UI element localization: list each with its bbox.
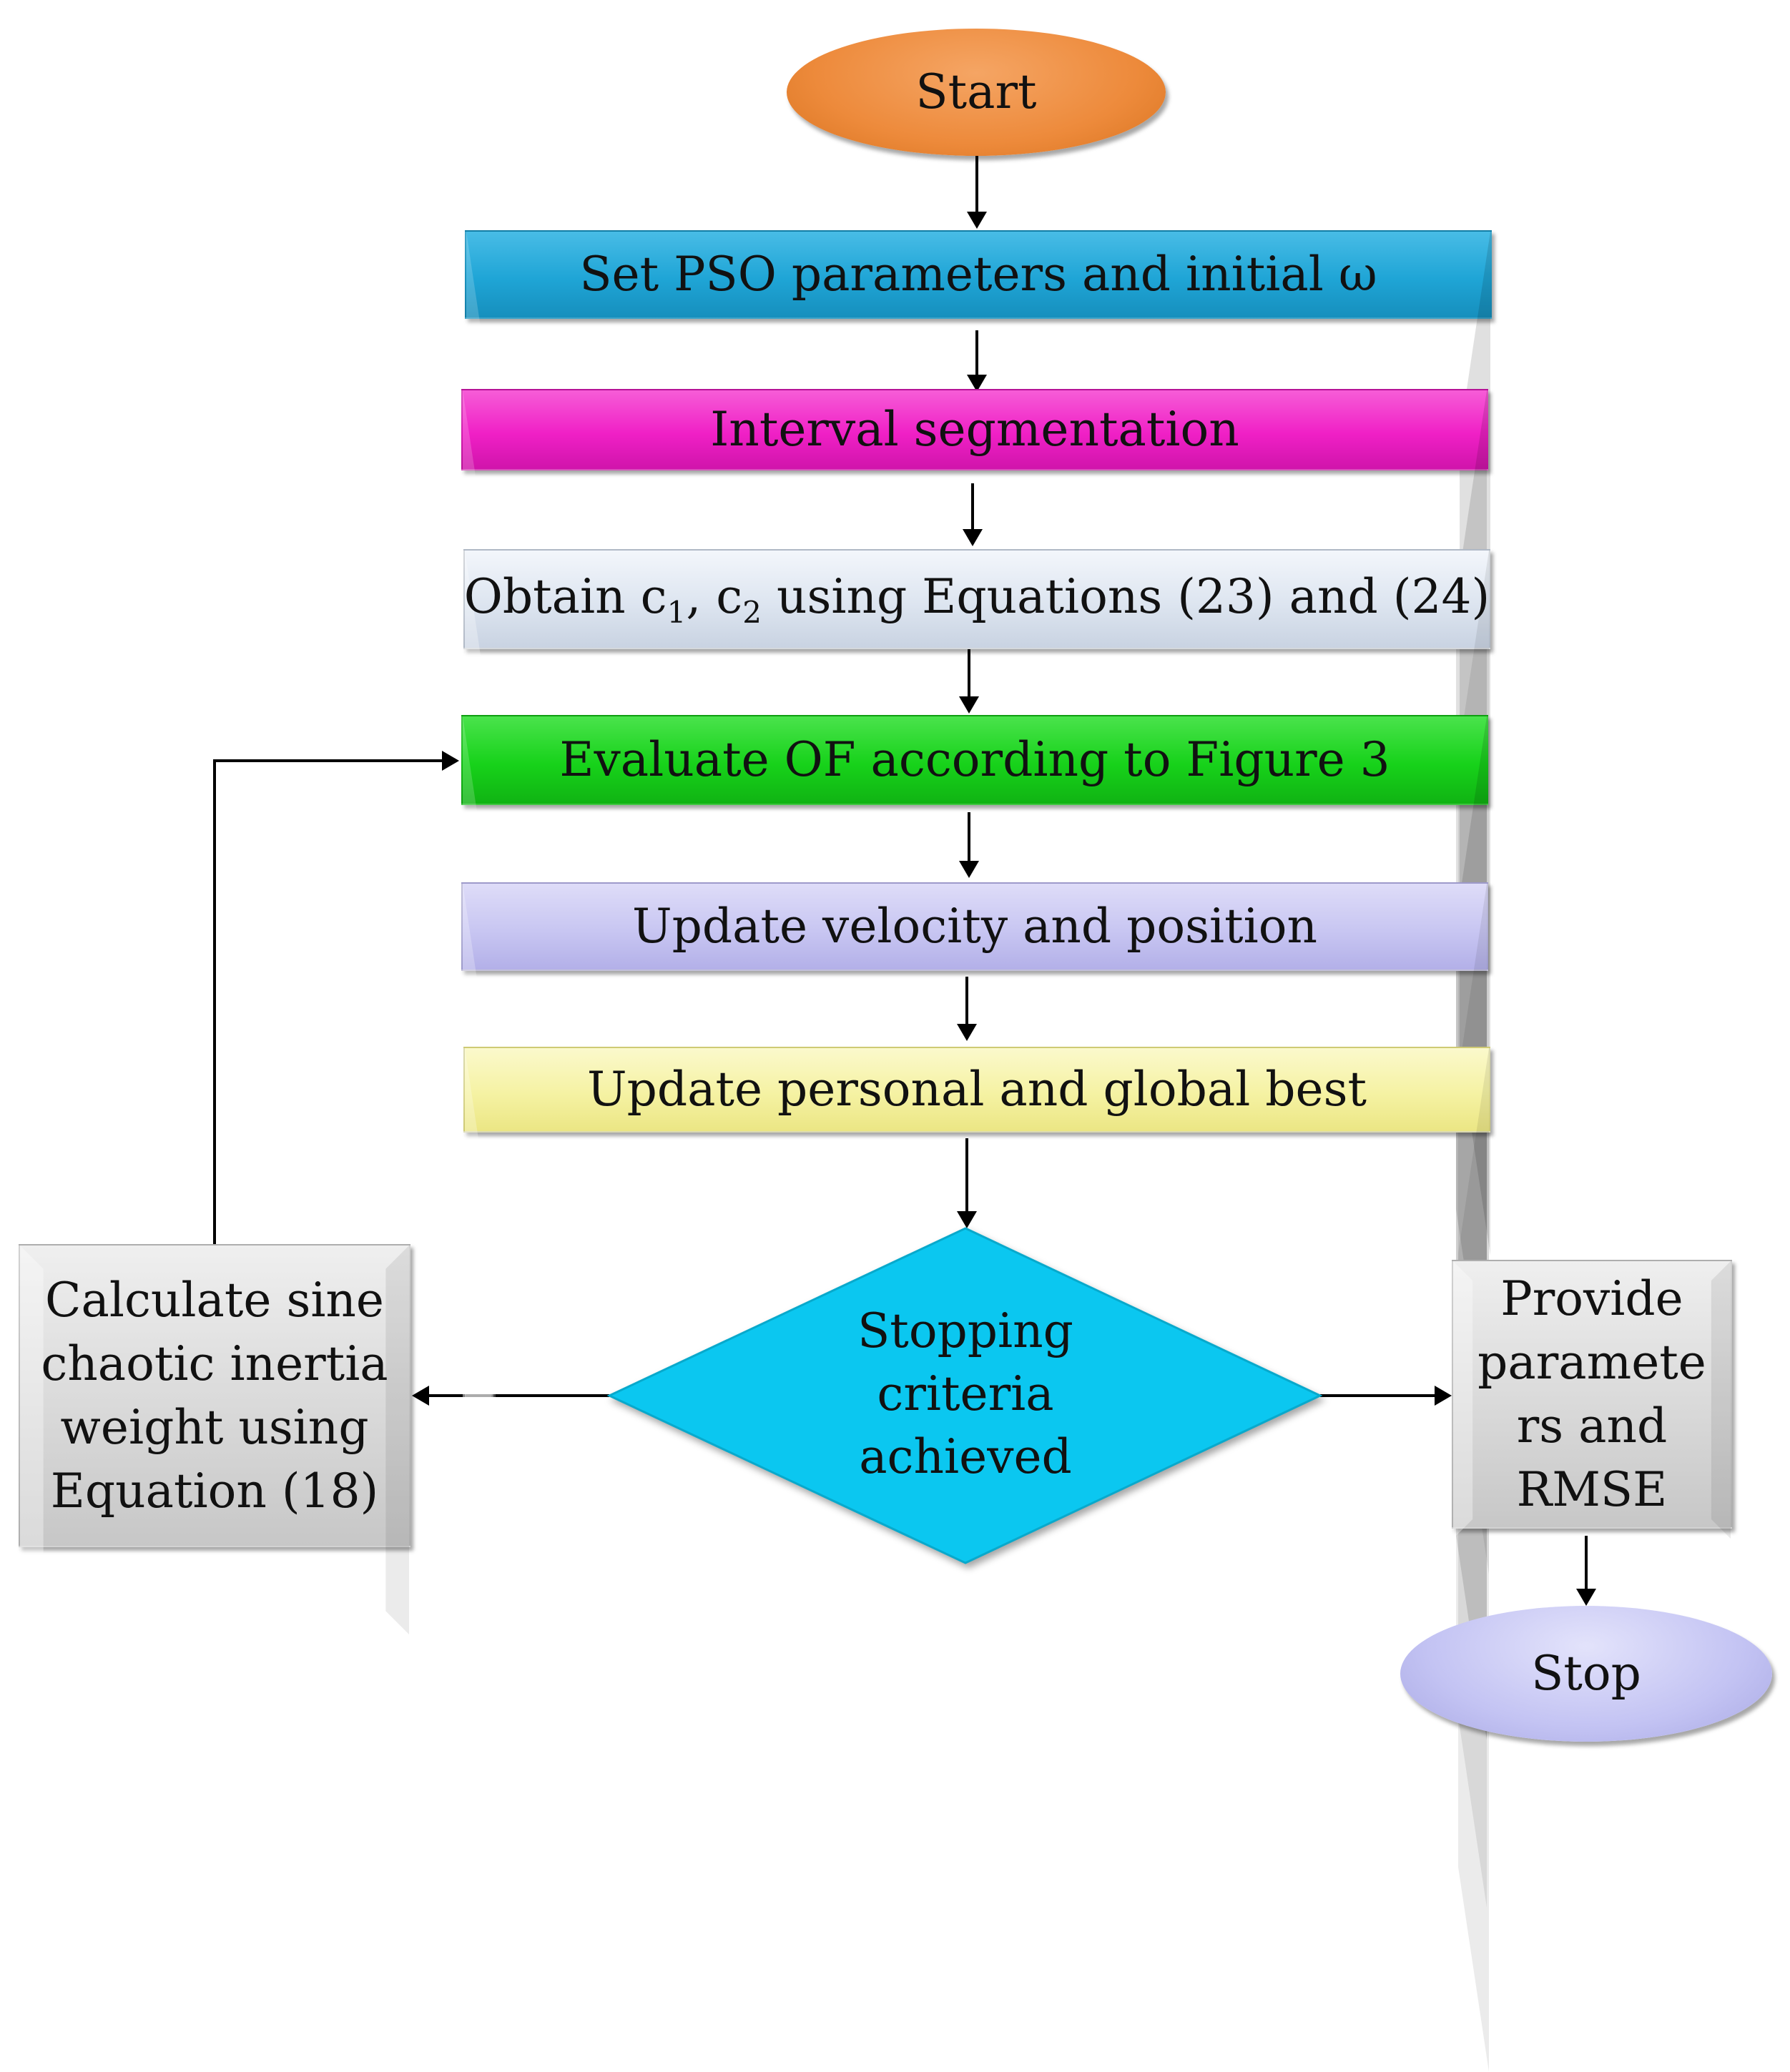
calculate-line-4: Equation (18) (50, 1464, 379, 1519)
update-best-box: Update personal and global best (463, 1047, 1490, 2072)
arrowhead-stopping-to-provide (1435, 1386, 1452, 1406)
provide-line-3: rs and (1516, 1398, 1668, 1454)
flowchart-connectors (213, 156, 1596, 1606)
arrowhead-stopping-to-calculate (412, 1386, 429, 1406)
provide-box: Provide paramete rs and RMSE (1452, 1260, 1732, 1539)
update-best-label: Update personal and global best (587, 1062, 1367, 1118)
set-params-label: Set PSO parameters and initial ω (579, 247, 1377, 302)
obtain-sub1: 1 (667, 595, 687, 631)
decision-line-2: criteria (877, 1366, 1054, 1422)
calculate-box: Calculate sine chaotic inertia weight us… (19, 1244, 410, 1634)
provide-line-2: paramete (1477, 1334, 1706, 1390)
calculate-line-3: weight using (60, 1400, 369, 1455)
calculate-line-2: chaotic inertia (41, 1336, 388, 1391)
evaluate-box: Evaluate OF according to Figure 3 (461, 715, 1488, 1740)
provide-line-1: Provide (1500, 1271, 1683, 1326)
update-vp-label: Update velocity and position (632, 899, 1317, 954)
decision-label: Stopping criteria achieved (787, 1287, 1144, 1501)
arrowhead-evaluate-to-update-vp (959, 861, 979, 878)
arrowhead-update-best-to-stopping (957, 1211, 977, 1228)
obtain-suffix: using Equations (23) and (24) (761, 569, 1490, 625)
arrowhead-update-vp-to-update-best (957, 1024, 977, 1041)
interval-label: Interval segmentation (710, 402, 1239, 458)
obtain-mid: , c (686, 569, 743, 625)
arrowhead-calculate-to-evaluate (442, 751, 459, 771)
decision-line-1: Stopping (857, 1303, 1073, 1359)
obtain-sub2: 2 (742, 595, 762, 631)
start-oval: Start (787, 29, 1166, 156)
update-vp-box: Update velocity and position (461, 882, 1488, 1908)
arrowhead-obtain-to-evaluate (959, 696, 979, 714)
arrowhead-interval-to-obtain (963, 529, 983, 546)
arrowhead-start-to-set-params (967, 212, 987, 229)
obtain-box: Obtain c1, c2 using Equations (23) and (… (463, 549, 1490, 1574)
start-label: Start (915, 64, 1037, 120)
arrowhead-provide-to-stop (1576, 1589, 1596, 1606)
calculate-line-1: Calculate sine (45, 1272, 384, 1328)
interval-box: Interval segmentation (461, 389, 1488, 1414)
obtain-prefix: Obtain c (463, 569, 667, 625)
arrow-calculate-to-evaluate (213, 759, 445, 1244)
evaluate-label: Evaluate OF according to Figure 3 (559, 732, 1390, 788)
provide-line-4: RMSE (1516, 1462, 1668, 1518)
calculate-label: Calculate sine chaotic inertia weight us… (41, 1268, 388, 1523)
stop-label: Stop (1531, 1646, 1641, 1702)
provide-label: Provide paramete rs and RMSE (1477, 1267, 1706, 1521)
decision-line-3: achieved (859, 1429, 1072, 1484)
arrowhead-set-params-to-interval (967, 375, 987, 392)
set-params-box: Set PSO parameters and initial ω (465, 230, 1492, 1255)
obtain-label: Obtain c1, c2 using Equations (23) and (… (464, 565, 1490, 633)
decision-diamond (606, 1227, 1323, 1564)
stop-oval: Stop (1400, 1606, 1772, 1742)
